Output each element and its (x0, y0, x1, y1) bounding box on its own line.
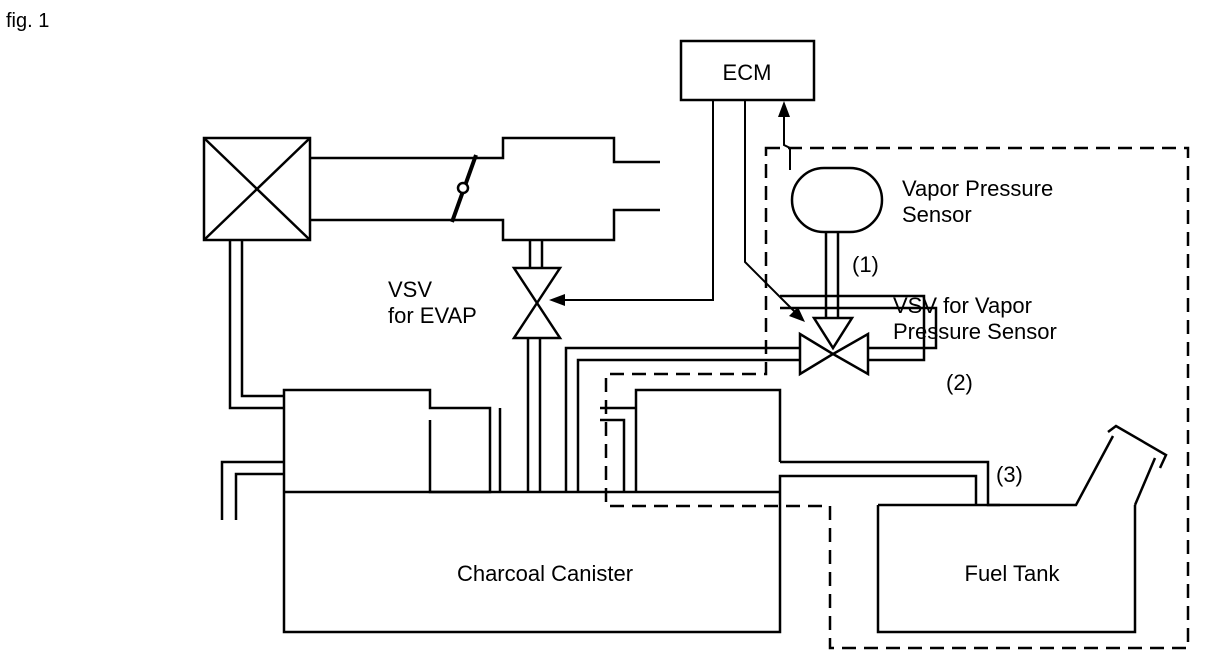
sensor-to-ecm-wire (778, 101, 791, 170)
charcoal-canister: Charcoal Canister (220, 388, 1000, 634)
purge-pipe (526, 240, 544, 492)
intake-duct (310, 136, 660, 242)
ecm-to-vsv-evap-wire (549, 100, 714, 306)
vsv-evap-label-2: for EVAP (388, 303, 477, 328)
port-3-label: (3) (996, 462, 1023, 487)
ecm-box: ECM (679, 39, 816, 102)
vsv-evap-label-1: VSV (388, 277, 432, 302)
air-cleaner (202, 136, 312, 242)
vsv-vps-label-2: Pressure Sensor (893, 319, 1057, 344)
vsv-vps-label-1: VSV for Vapor (893, 293, 1032, 318)
vapor-pressure-sensor-label-2: Sensor (902, 202, 972, 227)
port-3-tube: (3) (996, 462, 1023, 487)
dashed-boundary (604, 146, 1190, 650)
ecm-label: ECM (723, 60, 772, 85)
vsv-to-canister-tube (564, 346, 800, 492)
vsv-evap-valve (511, 266, 563, 340)
port-2-tube: (2) (780, 294, 973, 395)
vsv-vapor-pressure-valve (798, 316, 870, 377)
figure-label: fig. 1 (6, 10, 49, 32)
charcoal-canister-label: Charcoal Canister (457, 561, 633, 586)
air-cleaner-to-canister-pipe (228, 240, 284, 410)
sensor-tube: (1) (824, 232, 879, 318)
vapor-pressure-sensor-label-1: Vapor Pressure (902, 176, 1053, 201)
vapor-pressure-sensor: Vapor Pressure Sensor (790, 166, 1053, 234)
fuel-tank: Fuel Tank (876, 424, 1168, 634)
port-2-label: (2) (946, 370, 973, 395)
fuel-tank-label: Fuel Tank (965, 561, 1061, 586)
port-1-label: (1) (852, 252, 879, 277)
ecm-to-vsv-vps-wire (744, 100, 805, 322)
